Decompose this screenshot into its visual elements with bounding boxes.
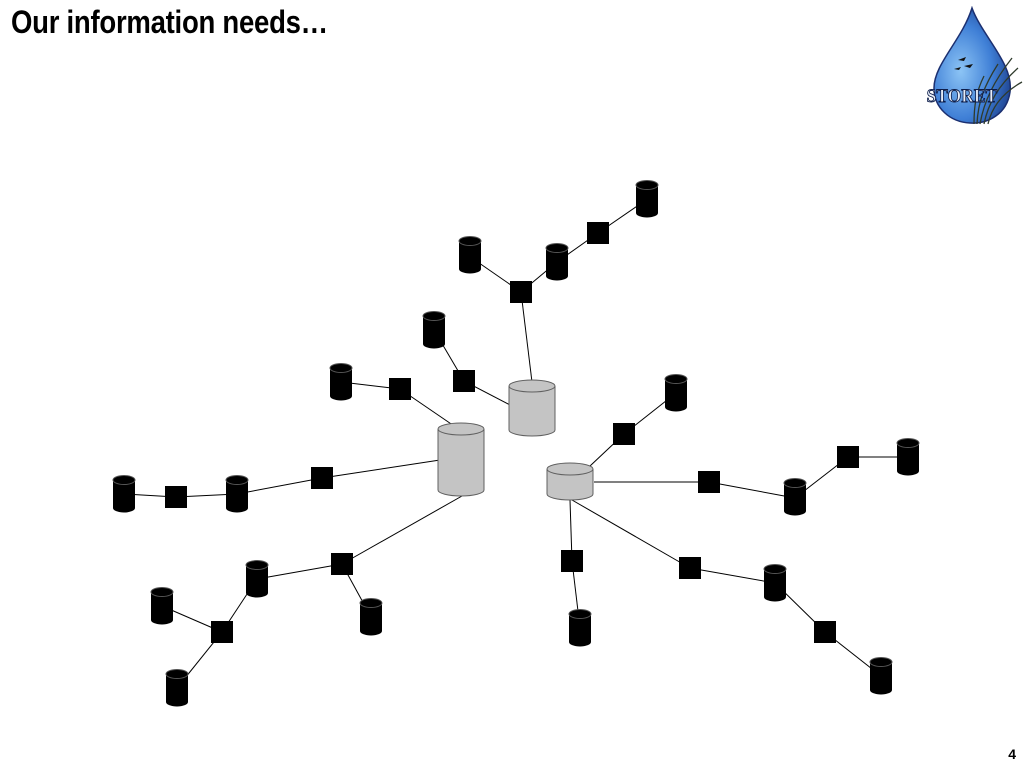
system-node-icon [211,621,233,643]
system-node-icon [814,621,836,643]
database-icon [783,478,807,516]
database-icon [896,438,920,476]
system-node-icon [561,550,583,572]
database-icon [568,609,592,647]
system-node-icon [510,281,532,303]
database-icon [458,236,482,274]
system-node-icon [311,467,333,489]
hub-databases [437,379,594,501]
slide-title: Our information needs… [11,4,328,40]
database-icon [112,475,136,513]
system-node-icon [613,423,635,445]
database-icon [150,587,174,625]
system-node-icon [587,222,609,244]
database-icon [165,669,189,707]
hub-database-top [508,379,556,437]
hub-database-right [546,462,594,501]
database-icon [422,311,446,349]
database-icon [329,363,353,401]
database-nodes [112,180,920,707]
database-icon [664,374,688,412]
system-node-icon [389,378,411,400]
logo-text: STORET [927,85,998,106]
database-icon [225,475,249,513]
connection-lines [123,199,908,689]
database-icon [635,180,659,218]
system-node-icon [453,370,475,392]
system-node-icon [679,557,701,579]
database-icon [359,598,383,636]
database-icon [545,243,569,281]
system-node-icon [698,471,720,493]
system-node-icon [331,553,353,575]
system-node-icon [165,486,187,508]
page-number: 4 [1008,746,1016,762]
storet-logo: STORET [926,6,1023,125]
hub-database-left [437,422,485,497]
database-icon [245,560,269,598]
database-icon [869,657,893,695]
system-node-icon [837,446,859,468]
system-nodes [165,222,859,643]
database-icon [763,564,787,602]
